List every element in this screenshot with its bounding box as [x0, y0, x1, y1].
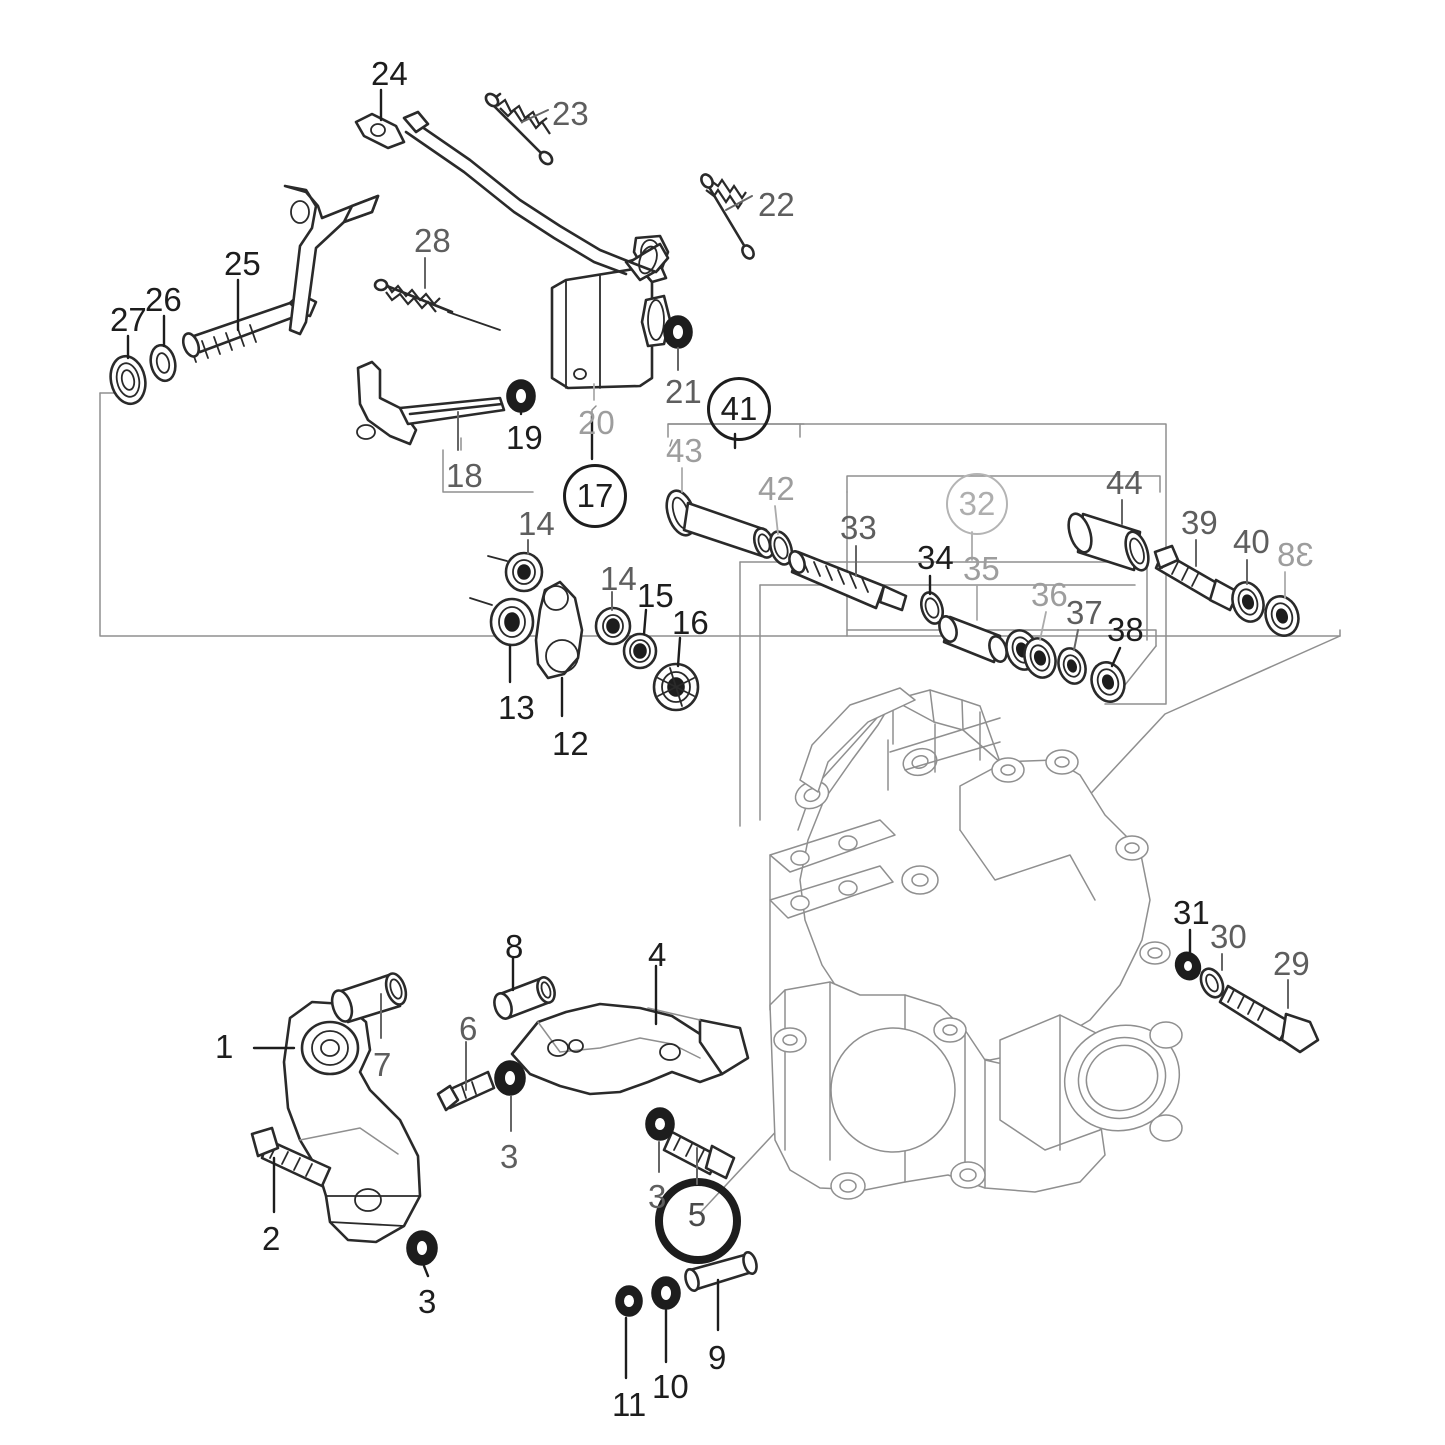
- callout-40: 40: [1233, 523, 1270, 560]
- callout-27: 27: [110, 301, 147, 338]
- callout-16: 16: [672, 604, 709, 641]
- callout-3c: 3: [648, 1178, 667, 1215]
- callout-3b: 3: [500, 1138, 519, 1175]
- callout-42: 42: [758, 470, 795, 507]
- callout-11: 11: [612, 1386, 647, 1423]
- callout-18: 18: [446, 457, 483, 494]
- callout-25: 25: [224, 245, 261, 282]
- callout-43: 43: [666, 432, 703, 469]
- callout-19: 19: [506, 419, 543, 456]
- callout-44: 44: [1106, 464, 1143, 501]
- callout-34: 34: [917, 539, 954, 576]
- callout-38: 38: [1107, 611, 1144, 648]
- callout-35: 35: [963, 550, 1000, 587]
- callout-15: 15: [637, 577, 674, 614]
- callout-20: 20: [578, 404, 615, 441]
- callout-12: 12: [552, 725, 589, 762]
- callout-31: 31: [1173, 894, 1210, 931]
- callout-24: 24: [371, 55, 408, 92]
- callout-36: 36: [1031, 576, 1068, 613]
- callout-13: 13: [498, 689, 535, 726]
- callout-21: 21: [665, 373, 702, 410]
- callout-4: 4: [648, 936, 667, 973]
- callout-29: 29: [1273, 945, 1310, 982]
- callout-33: 33: [840, 509, 877, 546]
- callout-10: 10: [652, 1368, 689, 1405]
- callout-26: 26: [145, 281, 182, 318]
- callout-23: 23: [552, 95, 589, 132]
- callout-32: 32: [946, 473, 1008, 535]
- callout-1: 1: [215, 1028, 234, 1065]
- callout-5: 5: [687, 1196, 707, 1233]
- callout-2: 2: [262, 1220, 281, 1257]
- callout-8: 8: [505, 928, 524, 965]
- callout-39: 39: [1181, 504, 1218, 541]
- callout-3a: 3: [418, 1283, 437, 1320]
- callout-14a: 14: [518, 505, 555, 542]
- callout-6: 6: [459, 1010, 478, 1047]
- callout-9: 9: [708, 1339, 727, 1376]
- callout-17: 17: [563, 464, 627, 528]
- callout-30: 30: [1210, 918, 1247, 955]
- callout-7: 7: [373, 1046, 392, 1083]
- callout-22: 22: [758, 186, 795, 223]
- callout-37: 37: [1066, 594, 1103, 631]
- callout-28: 28: [414, 222, 451, 259]
- callout-14b: 14: [600, 560, 637, 597]
- callout-41: 41: [707, 377, 771, 441]
- callout-38-mirrored: 38: [1277, 536, 1314, 573]
